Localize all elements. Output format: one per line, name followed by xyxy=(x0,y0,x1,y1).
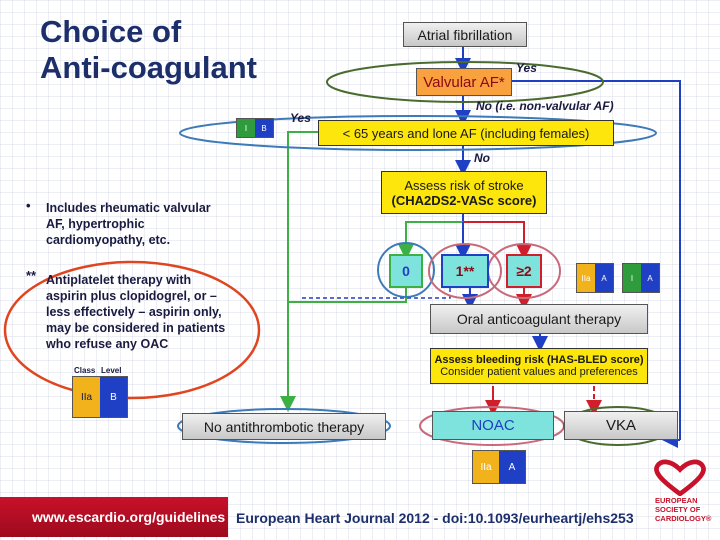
page-title: Choice of Anti-coagulant xyxy=(40,14,257,85)
class-header: Class xyxy=(74,366,96,375)
class-level-badge-notes: IIa B xyxy=(72,376,128,418)
no-label-valvular: No (i.e. non-valvular AF) xyxy=(476,99,614,113)
note-valvular: Includes rheumatic valvular AF, hypertro… xyxy=(46,201,211,247)
class-badge: I xyxy=(237,119,255,137)
bleeding-risk-line2: Consider patient values and preferences xyxy=(440,366,638,378)
highlight-score0 xyxy=(377,242,435,298)
double-star-marker: ** xyxy=(26,268,37,283)
bleeding-risk-line1: Assess bleeding risk (HAS-BLED score) xyxy=(434,354,644,366)
highlight-score1 xyxy=(428,243,502,299)
bleeding-risk-box: Assess bleeding risk (HAS-BLED score) Co… xyxy=(430,348,648,384)
note-antiplatelet: Antiplatelet therapy with aspirin plus c… xyxy=(46,273,226,351)
level-badge: B xyxy=(100,377,127,417)
score-0-box: 0 xyxy=(389,254,423,288)
assess-stroke-box: Assess risk of stroke (CHA2DS2-VASc scor… xyxy=(381,171,547,214)
class-badge: I xyxy=(623,264,641,292)
level-header: Level xyxy=(101,366,122,375)
class-level-badge-score2: I A xyxy=(622,263,660,293)
no-antithrombotic-box: No antithrombotic therapy xyxy=(182,413,386,440)
arrow-assess-to-2 xyxy=(463,221,532,260)
class-level-badge-top: I B xyxy=(236,118,274,138)
highlight-notes xyxy=(3,260,261,400)
assess-stroke-line1: Assess risk of stroke xyxy=(404,177,524,193)
level-badge: A xyxy=(595,264,613,292)
class-badge: IIa xyxy=(473,451,499,483)
level-badge: A xyxy=(499,451,525,483)
arrow-valvular-yes xyxy=(511,80,681,440)
footer-bar xyxy=(0,497,228,537)
oral-anticoagulant-box: Oral anticoagulant therapy xyxy=(430,304,648,334)
bullet-marker: • xyxy=(26,198,31,213)
class-level-badge-noac: IIa A xyxy=(472,450,526,484)
level-badge: B xyxy=(255,119,273,137)
arrow-1-to-none xyxy=(300,288,451,299)
highlight-no-therapy xyxy=(177,408,391,444)
assess-stroke-line2: (CHA2DS2-VASc score) xyxy=(391,192,537,208)
score-2-box: ≥2 xyxy=(506,254,542,288)
arrow-lone-yes xyxy=(280,131,318,412)
atrial-fibrillation-box: Atrial fibrillation xyxy=(403,22,527,47)
valvular-af-box: Valvular AF* xyxy=(416,68,512,96)
guidelines-link[interactable]: www.escardio.org/guidelines xyxy=(32,509,226,525)
esc-logo-text: EUROPEAN SOCIETY OF CARDIOLOGY® xyxy=(655,496,712,523)
yes-label-lone-af: Yes xyxy=(290,111,311,125)
lone-af-box: < 65 years and lone AF (including female… xyxy=(318,120,614,146)
score-1-box: 1** xyxy=(441,254,489,288)
journal-citation: European Heart Journal 2012 - doi:10.109… xyxy=(236,510,634,526)
highlight-lone-af xyxy=(179,115,657,151)
arrow-0-to-none xyxy=(288,288,407,303)
class-level-badge-score1: IIa A xyxy=(576,263,614,293)
noac-box: NOAC xyxy=(432,411,554,440)
class-badge: IIa xyxy=(577,264,595,292)
vka-box: VKA xyxy=(564,411,678,440)
no-label-lone-af: No xyxy=(474,151,490,165)
highlight-valvular xyxy=(326,61,604,103)
yes-label-valvular: Yes xyxy=(516,61,537,75)
arrow-assess-to-0 xyxy=(398,221,463,260)
esc-heart-logo xyxy=(654,459,706,496)
class-badge: IIa xyxy=(73,377,100,417)
level-badge: A xyxy=(641,264,659,292)
